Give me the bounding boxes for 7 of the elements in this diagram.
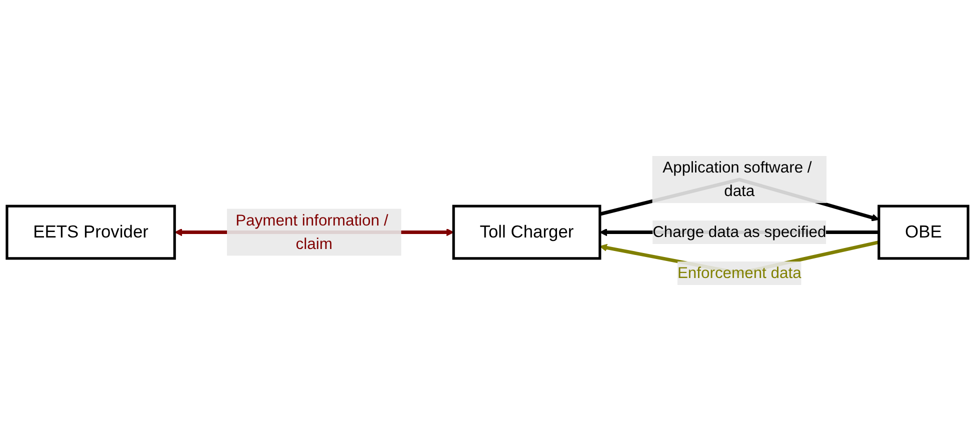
edge-label: Charge data as specified	[652, 223, 826, 241]
node-box: OBE	[878, 204, 970, 260]
node-box: EETS Provider	[6, 204, 176, 260]
edge-label: Enforcement data	[677, 264, 802, 282]
node-box: Toll Charger	[452, 204, 602, 260]
edge-label: Payment information / claim	[236, 211, 388, 252]
edge-label: Application software / data	[662, 158, 812, 200]
